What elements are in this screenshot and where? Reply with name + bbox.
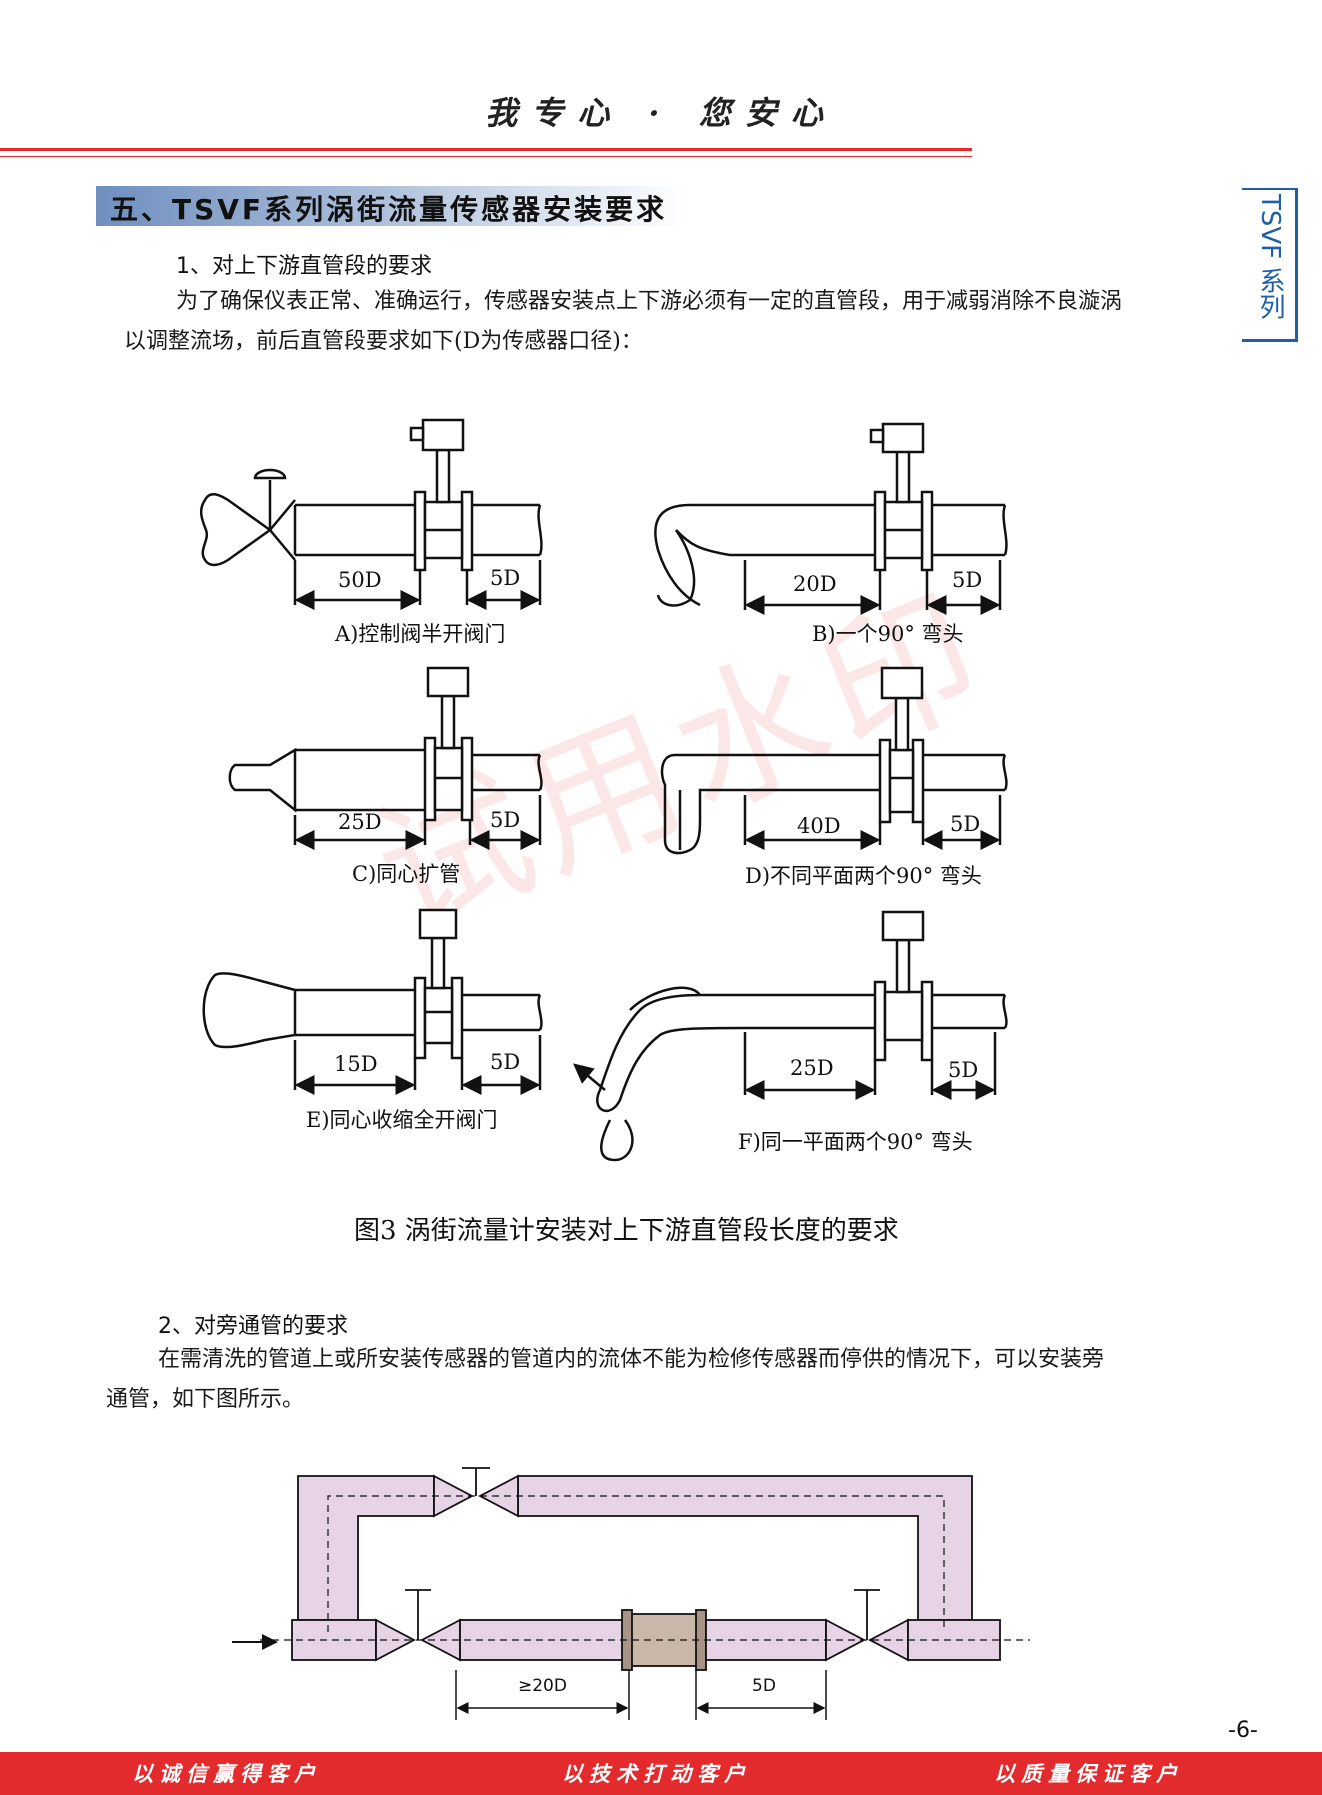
- diagram-f: [573, 910, 1008, 1162]
- diagram-b-label: B)一个90° 弯头: [812, 622, 964, 646]
- diagram-a-upstream: 50D: [338, 568, 382, 592]
- header-rule-thin: [0, 156, 972, 157]
- section-title-bar: [96, 186, 686, 226]
- footer-slogan-left: 以诚信赢得客户: [132, 1762, 321, 1786]
- diagram-b-upstream: 20D: [793, 572, 837, 596]
- subheading-2: 2、对旁通管的要求: [158, 1314, 348, 1339]
- diagram-e-upstream: 15D: [334, 1052, 378, 1076]
- footer-slogan-right: 以质量保证客户: [994, 1762, 1183, 1786]
- diagram-a-label: A)控制阀半开阀门: [335, 622, 506, 646]
- diagram-f-label: F)同一平面两个90° 弯头: [738, 1130, 973, 1154]
- diagram-f-upstream: 25D: [790, 1056, 834, 1080]
- diagram-f-downstream: 5D: [948, 1058, 979, 1082]
- header-rule: [0, 148, 972, 151]
- diagram-a: [199, 418, 543, 610]
- diagram-d: [660, 666, 1008, 855]
- section-title: 五、TSVF系列涡街流量传感器安装要求: [110, 193, 668, 226]
- footer-bar: [0, 1752, 1322, 1795]
- diagram-b-downstream: 5D: [952, 568, 983, 592]
- bypass-upstream-label: ≥20D: [518, 1676, 567, 1696]
- diagram-e-downstream: 5D: [490, 1050, 521, 1074]
- diagram-a-downstream: 5D: [490, 566, 521, 590]
- diagram-c-downstream: 5D: [490, 808, 521, 832]
- paragraph-1-line-2: 以调整流场，前后直管段要求如下(D为传感器口径)：: [124, 329, 643, 354]
- paragraph-2-line-2: 通管，如下图所示。: [106, 1387, 305, 1412]
- paragraph-1-line-1: 为了确保仪表正常、准确运行，传感器安装点上下游必须有一定的直管段，用于减弱消除不…: [176, 289, 1123, 314]
- header-slogan: 我专心 · 您安心: [485, 94, 837, 132]
- figure-3-diagrams: [199, 418, 1008, 1162]
- diagram-d-downstream: 5D: [950, 812, 981, 836]
- diagram-e-label: E)同心收缩全开阀门: [306, 1108, 498, 1132]
- diagram-d-upstream: 40D: [797, 814, 841, 838]
- figure-3-caption: 图3 涡街流量计安装对上下游直管段长度的要求: [354, 1216, 899, 1246]
- diagram-d-label: D)不同平面两个90° 弯头: [745, 864, 982, 888]
- side-tab: [1242, 188, 1298, 342]
- diagram-b: [654, 422, 1008, 615]
- page-number: -6-: [1228, 1718, 1258, 1743]
- diagram-e: [202, 908, 543, 1095]
- diagram-c-label: C)同心扩管: [352, 862, 461, 886]
- side-tab-label: TSVF 系列: [1255, 194, 1285, 320]
- diagram-c-upstream: 25D: [338, 810, 382, 834]
- paragraph-2-line-1: 在需清洗的管道上或所安装传感器的管道内的流体不能为检修传感器而停供的情况下，可以…: [158, 1347, 1105, 1372]
- subheading-1: 1、对上下游直管段的要求: [176, 254, 432, 279]
- bypass-diagram: [232, 1467, 1030, 1720]
- footer-slogan-center: 以技术打动客户: [562, 1762, 751, 1786]
- bypass-downstream-label: 5D: [752, 1676, 776, 1696]
- diagram-c: [228, 666, 543, 850]
